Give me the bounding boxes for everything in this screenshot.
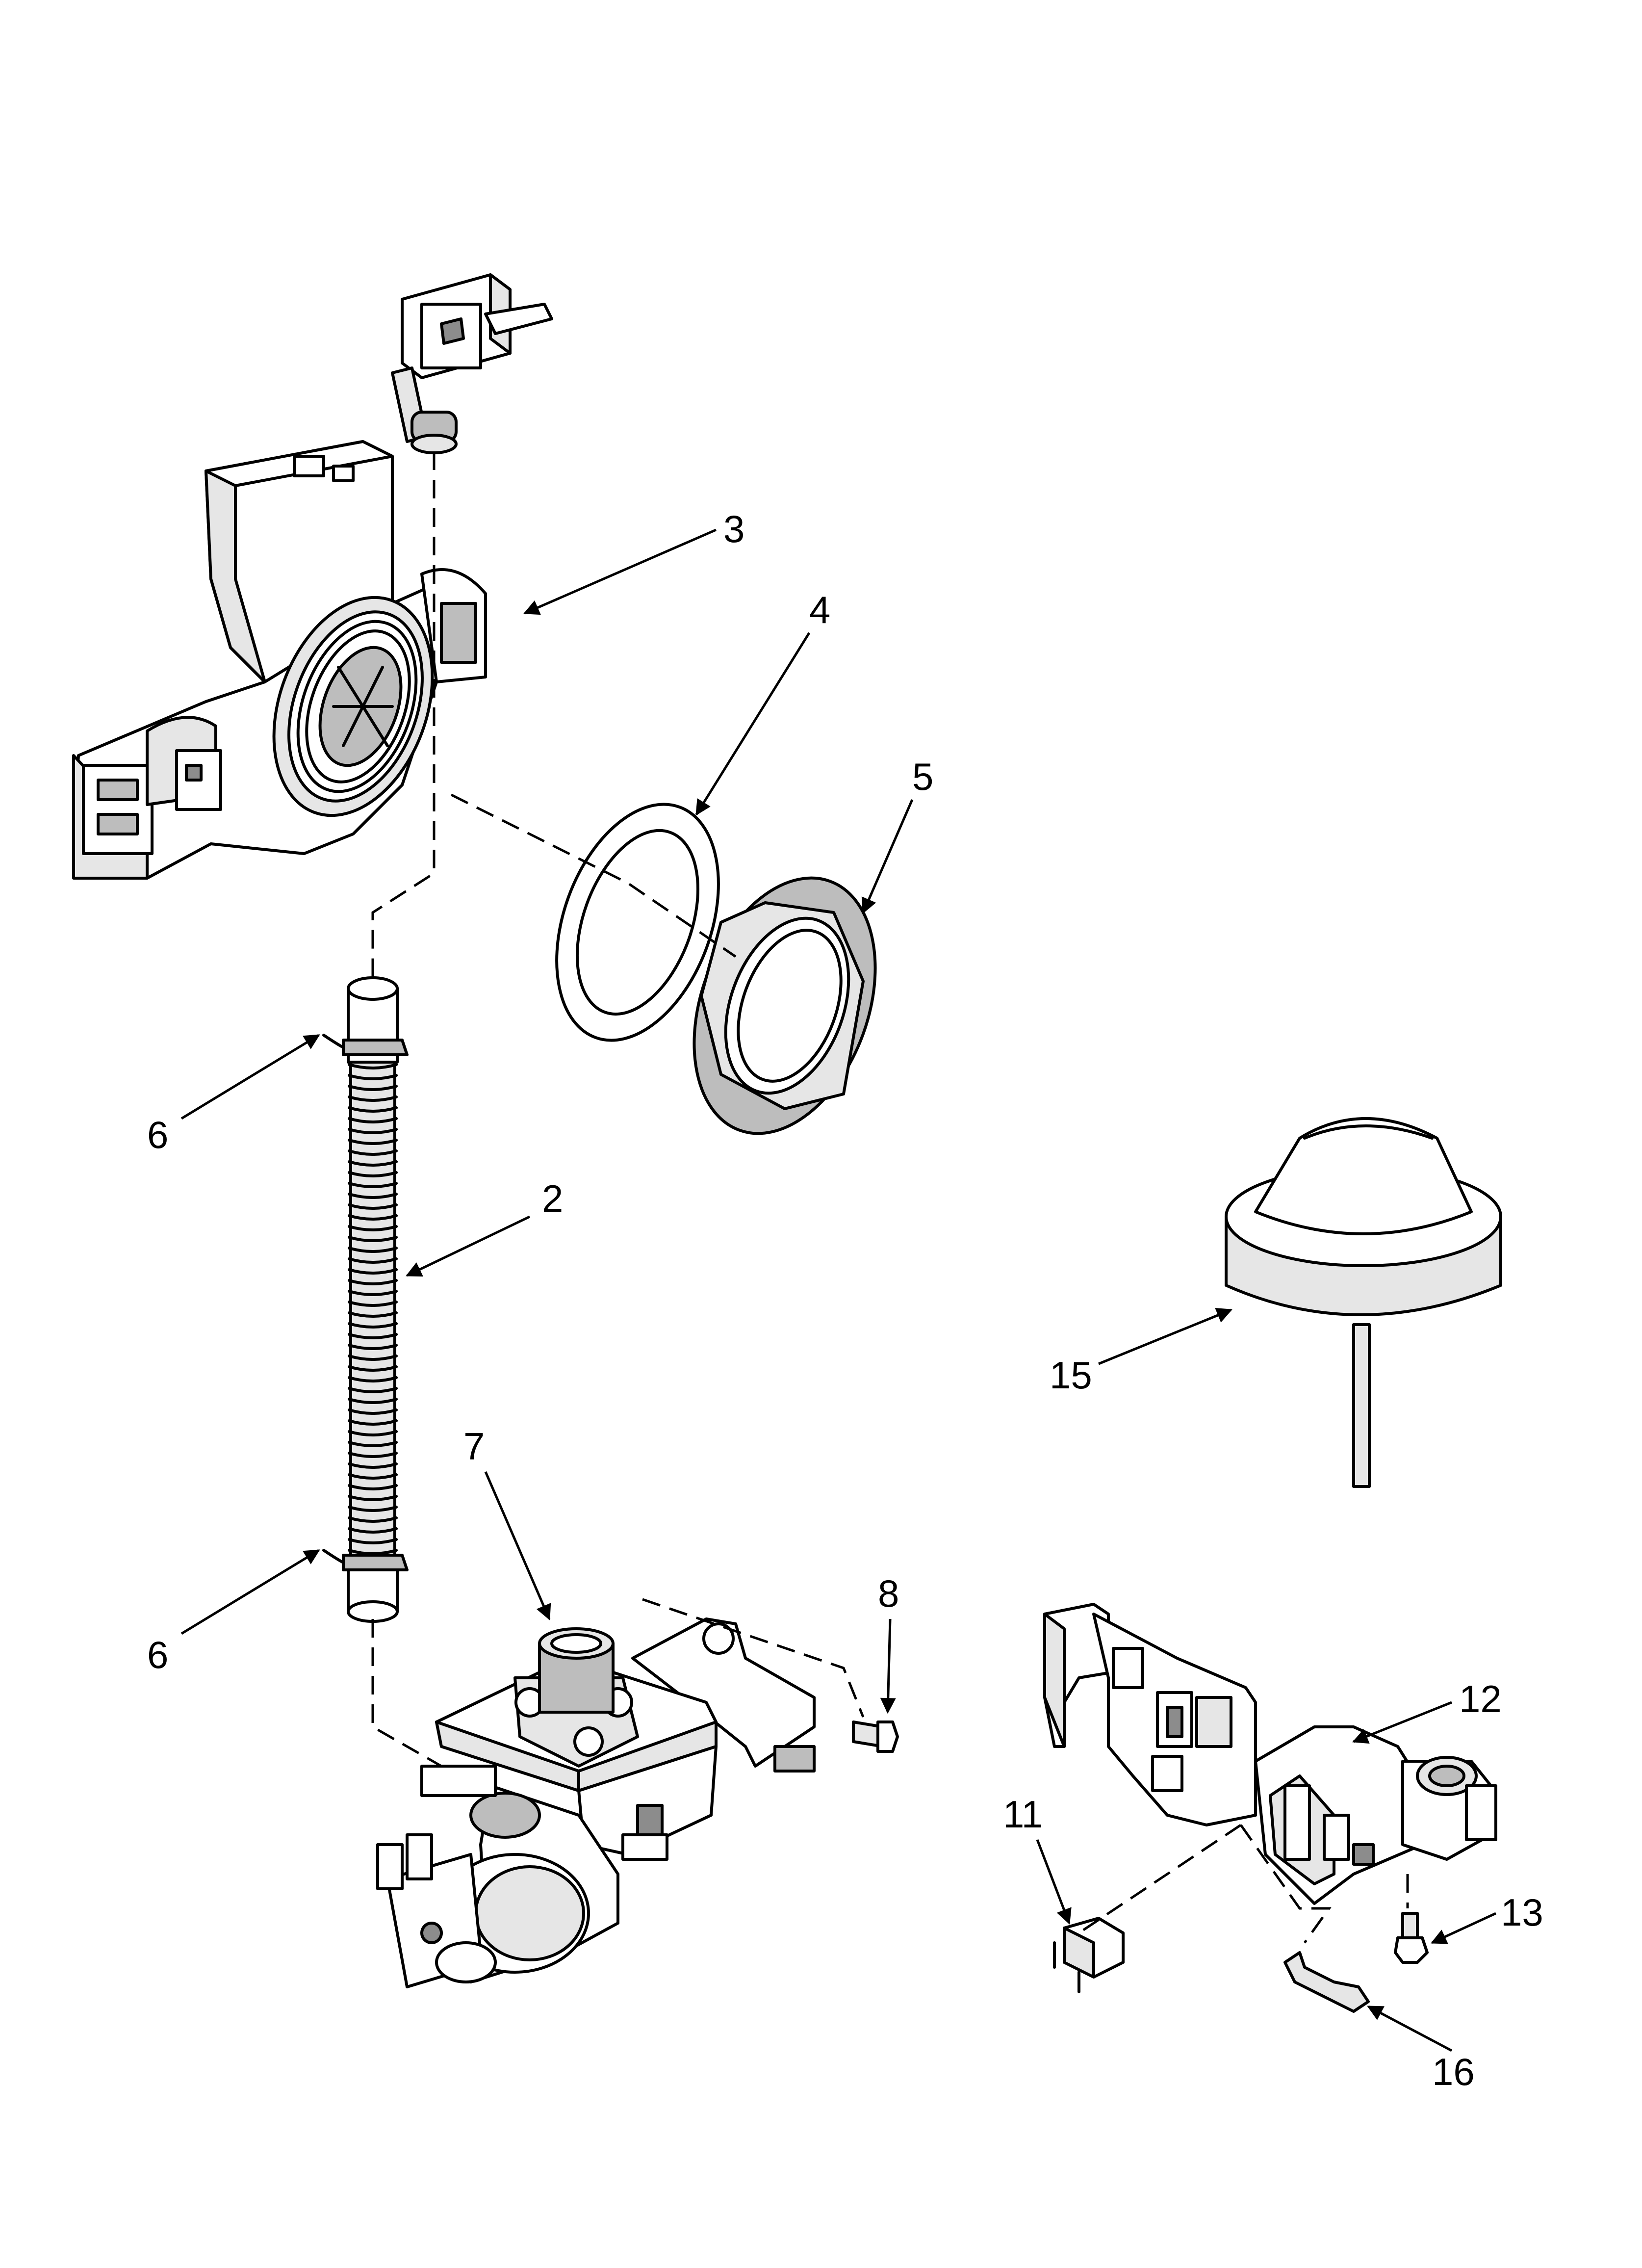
hose-rib <box>348 1106 398 1113</box>
part-5-nut <box>693 876 877 1135</box>
leader-3 <box>523 528 717 615</box>
hose-rib <box>348 1419 398 1426</box>
hose-rib <box>348 1225 398 1231</box>
hose-rib <box>348 1376 398 1382</box>
hose-rib <box>348 1506 398 1512</box>
callout-7: 7 <box>463 1425 485 1468</box>
part-2-hose <box>322 976 409 1623</box>
callout-numbers: 3 4 5 6 2 15 7 8 6 12 11 13 16 <box>147 507 1543 2093</box>
leader-13 <box>1431 1912 1497 1944</box>
hose-rib <box>348 1290 398 1296</box>
hose-rib <box>348 1311 398 1318</box>
part-6-clamp-upper <box>342 1039 409 1056</box>
part-3-housing <box>72 273 553 880</box>
leader-6b <box>180 1549 320 1635</box>
hose-rib <box>348 1473 398 1480</box>
part-7-valve <box>376 1617 816 1988</box>
leader-12 <box>1352 1701 1452 1744</box>
callout-13: 13 <box>1501 1891 1543 1934</box>
leader-15 <box>1098 1308 1232 1365</box>
assembly-lines <box>371 451 1409 1944</box>
hose-rib <box>348 1484 398 1490</box>
callout-11: 11 <box>1003 1793 1043 1836</box>
part-16-lever <box>1283 1951 1370 2013</box>
hose-rib <box>348 1063 398 1069</box>
hose-rib <box>348 1387 398 1393</box>
hose-rib <box>348 1160 398 1167</box>
callout-16: 16 <box>1432 2050 1475 2093</box>
hose-rib <box>348 1268 398 1275</box>
leader-8 <box>880 1618 896 1714</box>
hose-rib <box>348 1214 398 1221</box>
callout-12: 12 <box>1459 1677 1502 1721</box>
part-13-screw <box>1394 1912 1429 1964</box>
leader-2 <box>406 1215 531 1277</box>
callout-4: 4 <box>809 588 830 631</box>
callout-2: 2 <box>542 1177 563 1220</box>
part-15-float <box>1225 1117 1502 1488</box>
hose-rib <box>348 1441 398 1447</box>
leader-5 <box>861 799 914 914</box>
part-6-clamp-lower <box>342 1554 409 1571</box>
callout-8: 8 <box>878 1572 899 1615</box>
hose-rib <box>348 1117 398 1123</box>
leader-11 <box>1036 1839 1072 1925</box>
hose-rib <box>348 1516 398 1523</box>
hose-rib <box>348 1430 398 1436</box>
hose-rib <box>348 1193 398 1199</box>
hose-rib <box>348 1074 398 1080</box>
hose-rib <box>348 1301 398 1307</box>
leader-4 <box>695 632 811 816</box>
hose-rib <box>348 1462 398 1469</box>
leader-7 <box>484 1471 551 1620</box>
part-11-switch <box>1053 1917 1125 1993</box>
part-8-screw <box>852 1721 899 1753</box>
hose-rib <box>348 1495 398 1501</box>
hose-rib <box>348 1203 398 1210</box>
hose-rib <box>348 1085 398 1091</box>
hose-rib <box>348 1452 398 1458</box>
hose-rib <box>348 1398 398 1404</box>
hose-rib <box>348 1139 398 1145</box>
callout-5: 5 <box>912 755 933 798</box>
hose-rib <box>348 1128 398 1134</box>
callout-3: 3 <box>723 507 744 550</box>
callout-15: 15 <box>1050 1354 1092 1397</box>
hose-rib <box>348 1149 398 1156</box>
hose-ribs <box>348 1063 398 1555</box>
callout-6-lower: 6 <box>147 1633 168 1676</box>
hose-rib <box>348 1182 398 1188</box>
hose-rib <box>348 1279 398 1285</box>
callout-6-upper: 6 <box>147 1113 168 1156</box>
hose-rib <box>348 1247 398 1253</box>
hose-rib <box>348 1355 398 1361</box>
leader-6a <box>180 1034 320 1120</box>
hose-rib <box>348 1333 398 1339</box>
hose-rib <box>348 1322 398 1329</box>
hose-rib <box>348 1095 398 1102</box>
hose-rib <box>348 1527 398 1534</box>
hose-rib <box>348 1257 398 1264</box>
hose-rib <box>348 1344 398 1350</box>
hose-rib <box>348 1538 398 1544</box>
hose-rib <box>348 1236 398 1242</box>
leader-16 <box>1367 2005 1453 2052</box>
leader-lines <box>180 528 1497 2052</box>
hose-rib <box>348 1365 398 1372</box>
part-4-gasket <box>555 803 720 1042</box>
hose-rib <box>348 1171 398 1177</box>
part-12-bracket <box>1043 1603 1497 1905</box>
hose-rib <box>348 1408 398 1415</box>
